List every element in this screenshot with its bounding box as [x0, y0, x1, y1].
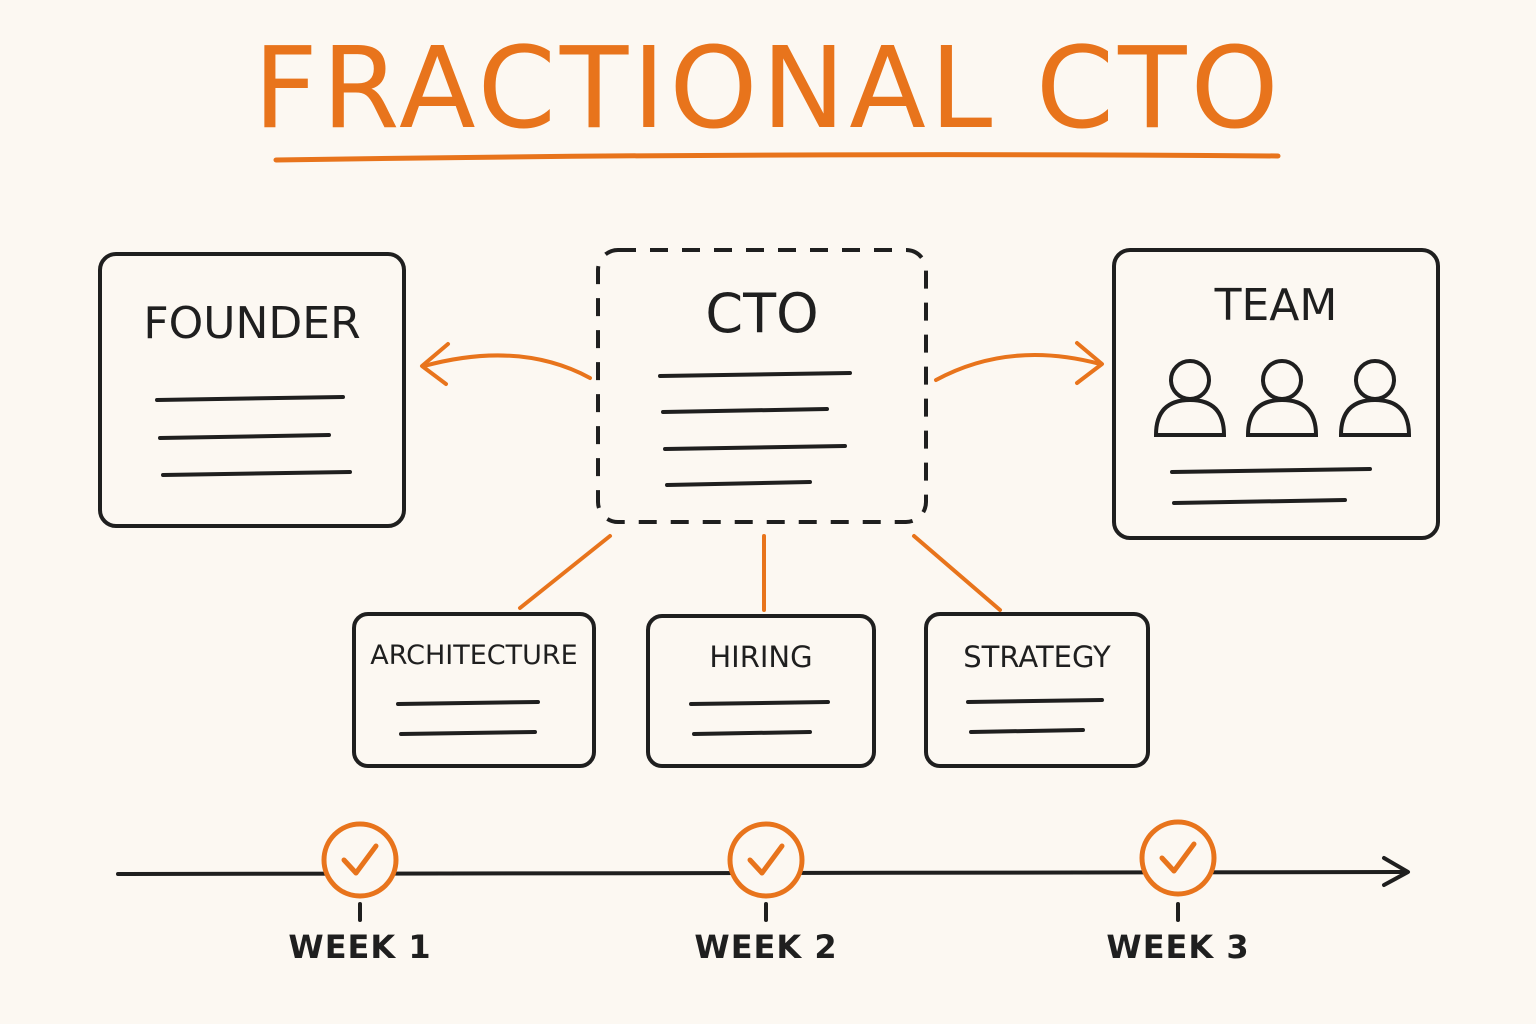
hiring-box: [646, 614, 876, 768]
week-1-label: WEEK 1: [288, 928, 432, 966]
cto-label: CTO: [705, 282, 819, 345]
check-circle-icon: [1139, 819, 1217, 897]
connector-strategy: [912, 534, 1002, 612]
check-circle-icon: [321, 821, 399, 899]
text-line: [155, 395, 345, 402]
founder-label: FOUNDER: [143, 298, 361, 349]
person-icon: [1338, 359, 1412, 437]
milestone-week-2: [727, 821, 805, 922]
check-circle-icon: [727, 821, 805, 899]
week-3-label: WEEK 3: [1106, 928, 1250, 966]
text-line: [396, 700, 540, 706]
arrow-head-icon: [1382, 856, 1410, 887]
arrow-cto-to-team: [934, 341, 1104, 385]
checkmark-icon: [747, 843, 785, 876]
text-line: [665, 480, 812, 487]
text-line: [1172, 498, 1347, 505]
text-line: [158, 433, 331, 440]
page-title: FRACTIONAL CTO: [253, 24, 1283, 154]
text-line: [399, 730, 537, 736]
checkmark-icon: [1159, 841, 1197, 874]
architecture-box: [352, 612, 596, 768]
title-underline: [273, 152, 1281, 163]
text-line: [966, 698, 1104, 704]
text-line: [161, 470, 352, 477]
week-2-label: WEEK 2: [694, 928, 838, 966]
arrow-cto-to-founder: [420, 342, 592, 386]
person-icon: [1153, 359, 1227, 437]
hiring-label: HIRING: [709, 640, 813, 674]
text-line: [689, 700, 830, 706]
connector-architecture: [518, 534, 612, 610]
text-line: [658, 371, 852, 378]
text-line: [969, 728, 1085, 734]
timeline: [116, 819, 1410, 922]
text-line: [692, 730, 812, 736]
text-line: [663, 444, 847, 451]
text-line: [1170, 467, 1372, 474]
architecture-label: ARCHITECTURE: [370, 640, 578, 671]
text-line: [661, 407, 829, 414]
team-label: TEAM: [1214, 280, 1338, 331]
strategy-box: [924, 612, 1150, 768]
checkmark-icon: [341, 843, 379, 876]
founder-box: [98, 252, 406, 528]
milestone-week-1: [321, 821, 399, 922]
strategy-label: STRATEGY: [963, 640, 1111, 674]
milestone-week-3: [1139, 819, 1217, 922]
person-icon: [1245, 359, 1319, 437]
cto-box: [596, 248, 928, 524]
team-box: [1112, 248, 1440, 540]
